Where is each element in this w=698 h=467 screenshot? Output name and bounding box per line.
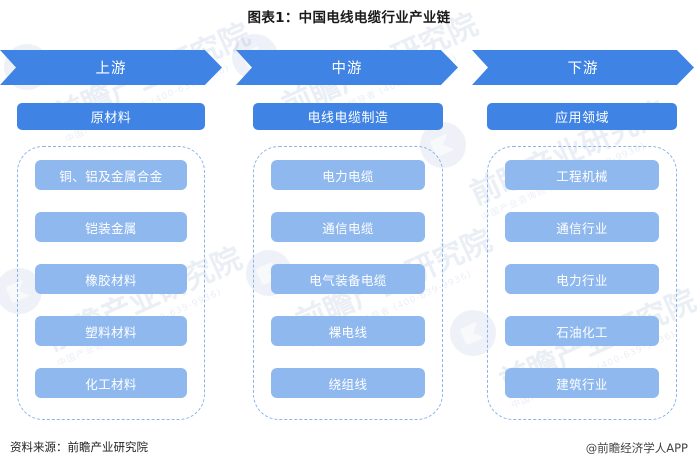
list-item: 通信电缆 [271, 212, 425, 242]
list-item: 塑料材料 [35, 316, 187, 346]
list-item: 工程机械 [505, 160, 659, 190]
list-item: 绕组线 [271, 368, 425, 398]
item-group-midstream: 电力电缆 通信电缆 电气装备电缆 裸电线 绕组线 [253, 146, 443, 420]
category-box-upstream: 原材料 [17, 103, 205, 130]
list-item: 铠装金属 [35, 212, 187, 242]
stage-banner-downstream: 下游 [472, 50, 694, 85]
list-item: 铜、铝及金属合金 [35, 160, 187, 190]
chain-column-midstream: 中游 电线电缆制造 电力电缆 通信电缆 电气装备电缆 裸电线 绕组线 [236, 50, 458, 425]
category-box-downstream: 应用领域 [487, 103, 677, 130]
list-item: 电力行业 [505, 264, 659, 294]
item-group-upstream: 铜、铝及金属合金 铠装金属 橡胶材料 塑料材料 化工材料 [17, 146, 205, 420]
list-item: 石油化工 [505, 316, 659, 346]
value-chain-columns: 上游 原材料 铜、铝及金属合金 铠装金属 橡胶材料 塑料材料 化工材料 中游 电… [0, 50, 698, 425]
item-list: 铜、铝及金属合金 铠装金属 橡胶材料 塑料材料 化工材料 [18, 160, 204, 398]
category-box-midstream: 电线电缆制造 [253, 103, 443, 130]
stage-banner-upstream: 上游 [0, 50, 222, 85]
list-item: 化工材料 [35, 368, 187, 398]
chain-column-downstream: 下游 应用领域 工程机械 通信行业 电力行业 石油化工 建筑行业 [472, 50, 694, 425]
item-group-downstream: 工程机械 通信行业 电力行业 石油化工 建筑行业 [487, 146, 677, 420]
chain-column-upstream: 上游 原材料 铜、铝及金属合金 铠装金属 橡胶材料 塑料材料 化工材料 [0, 50, 222, 425]
source-note: 资料来源：前瞻产业研究院 [10, 440, 148, 454]
list-item: 电气装备电缆 [271, 264, 425, 294]
item-list: 工程机械 通信行业 电力行业 石油化工 建筑行业 [488, 160, 676, 398]
item-list: 电力电缆 通信电缆 电气装备电缆 裸电线 绕组线 [254, 160, 442, 398]
list-item: 裸电线 [271, 316, 425, 346]
stage-banner-midstream: 中游 [236, 50, 458, 85]
page-title: 图表1：中国电线电缆行业产业链 [247, 10, 451, 26]
list-item: 橡胶材料 [35, 264, 187, 294]
list-item: 通信行业 [505, 212, 659, 242]
list-item: 建筑行业 [505, 368, 659, 398]
list-item: 电力电缆 [271, 160, 425, 190]
attribution-note: @前瞻经济学人APP [585, 441, 688, 455]
